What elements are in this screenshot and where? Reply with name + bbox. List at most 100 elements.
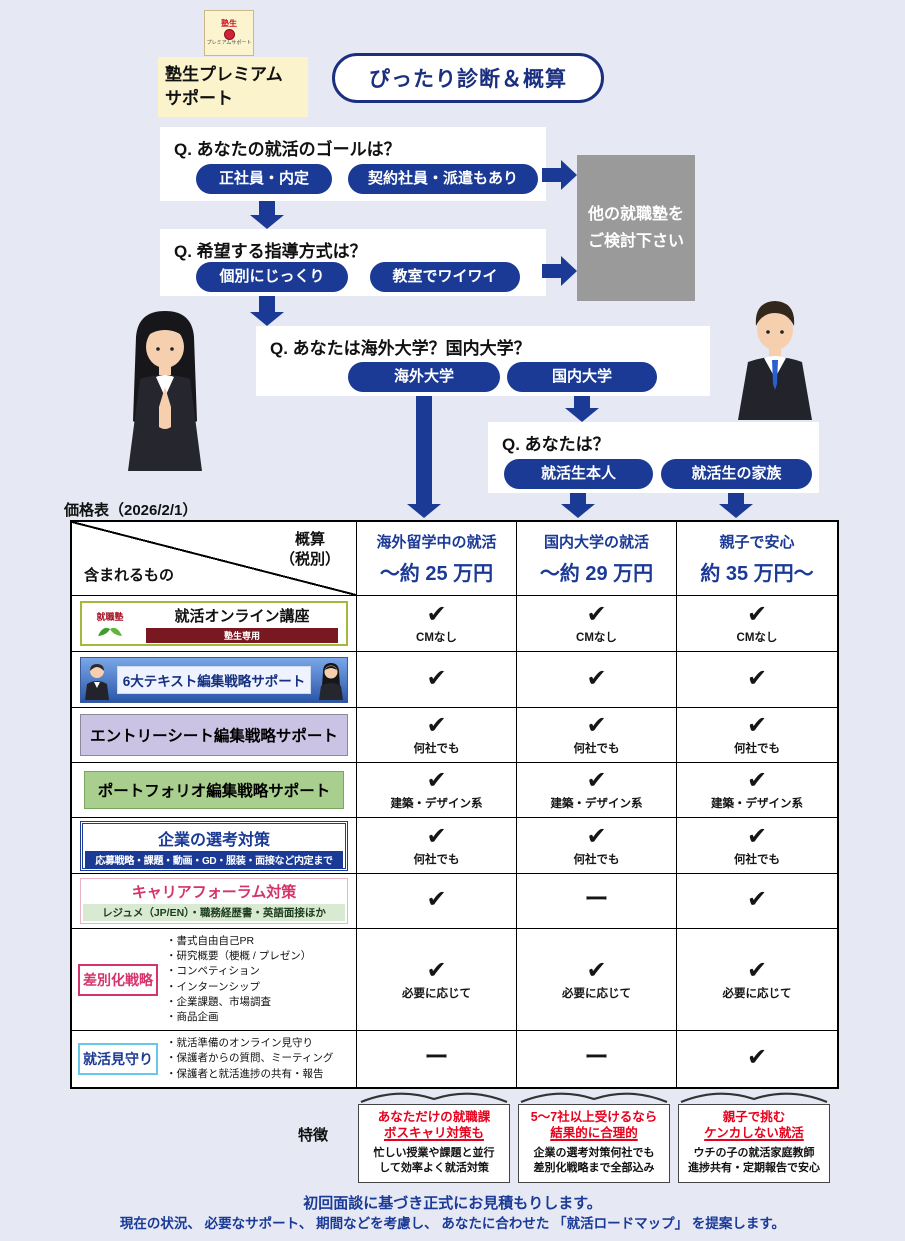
cell-note: 必要に応じて [402,987,471,1000]
price-cell: ✔ [357,652,517,708]
brace-decoration-icon [520,1092,668,1104]
row-label: キャリアフォーラム対策 [131,884,297,901]
row-corporate-selection: 企業の選考対策 応募戦略・課題・動画・GD・服装・面接など内定まで ✔何社でも … [72,818,837,874]
brace-decoration-icon [360,1092,508,1104]
q4-option-student[interactable]: 就活生本人 [504,459,653,489]
arrow-down-family-to-table-icon [719,493,753,518]
col-header-domestic: 国内大学の就活 〜約 29 万円 [517,522,677,596]
column-name: 海外留学中の就活 [376,534,497,551]
list-item: ・保護者からの質問、ミーティング [166,1052,334,1065]
badge-title: 塾生 [221,19,237,28]
row-label: 企業の選考対策 [157,831,270,849]
row-online-course: 就職塾 就活オンライン講座 塾生専用 ✔CMなし ✔CMなし ✔CMなし [72,596,837,652]
q3-option-domestic-university[interactable]: 国内大学 [507,362,657,392]
list-item: ・商品企画 [166,1010,219,1023]
row-label: 6大テキスト編集戦略サポート [116,665,312,694]
cell-note: 建築・デザイン系 [390,798,483,810]
check-mark: ✔ [746,767,768,794]
row-entry-sheet: エントリーシート編集戦略サポート ✔何社でも ✔何社でも ✔何社でも [72,708,837,763]
leaf-icon [98,627,122,636]
callout-domestic: 5〜7社以上受けるなら 結果的に合理的 企業の選考対策何社でも 差別化戦略まで全… [518,1104,670,1184]
row-portfolio: ポートフォリオ編集戦略サポート ✔ 建築・デザイン系 ✔ 建築・デザイン系 ✔ 建築・… [72,763,837,818]
members-only-banner: 塾生専用 [146,627,338,643]
row-sublabel: レジュメ（JP/EN）・職務経歴書・英語面接ほか [83,904,345,921]
price-cell: ✔ [677,874,837,929]
row-label: 就活見守り [78,1043,158,1075]
row-six-texts-label: 6大テキスト編集戦略サポート [72,652,357,708]
price-cell: ✔必要に応じて [517,929,677,1031]
cell-note: 建築・デザイン系 [711,798,803,810]
male-photo-icon [85,663,109,700]
price-cell: ー [357,1031,517,1087]
price-cell: ✔ 必要に応じて [357,929,517,1031]
price-cell: ✔CMなし [357,596,517,652]
price-table-caption: 価格表（2026/2/1） [64,502,198,519]
differentiation-item-list: ・書式自由自己PR ・研究概要（梗概 / プレゼン） ・コンペティション ・イン… [166,934,311,1025]
q2-option-individual[interactable]: 個別にじっくり [196,262,348,292]
q4-box: Q. あなたは？ 就活生本人 就活生の家族 [488,422,819,493]
callout-body: 忙しい授業や課題と並行 [373,1146,495,1159]
price-cell: ✔CMなし [517,596,677,652]
cell-note: 何社でも [734,743,780,755]
q3-option-overseas-university[interactable]: 海外大学 [348,362,500,392]
callout-family: 親子で挑む ケンカしない就活 ウチの子の就活家庭教師 進捗共有・定期報告で安心 [678,1104,830,1184]
female-character-icon [128,311,202,471]
column-name: 国内大学の就活 [543,534,649,551]
check-mark: ✔ [426,956,447,984]
price-cell: ✔ [357,874,517,929]
dash-mark: ー [584,886,609,913]
q3-box: Q. あなたは海外大学？国内大学？ 海外大学 国内大学 [256,326,710,396]
price-cell: ✔CMなし [677,596,837,652]
column-price: 〜約 25 万円 [379,563,494,585]
q4-option-family[interactable]: 就活生の家族 [661,459,812,489]
col-header-overseas: 海外留学中の就活 〜約 25 万円 [357,522,517,596]
male-character-icon [738,301,812,420]
cell-note: CMなし [736,631,778,644]
row-differentiation-label: 差別化戦略 ・書式自由自己PR ・研究概要（梗概 / プレゼン） ・コンペティシ… [72,929,357,1031]
monitoring-item-list: ・就活準備のオンライン見守り ・保護者からの質問、ミーティング ・保護者と就活進… [166,1036,333,1082]
arrow-right-q2-icon [542,256,578,286]
price-cell: ✔何社でも [357,708,517,763]
cell-note: 何社でも [573,743,620,755]
callout-body: 企業の選考対策何社でも [533,1146,655,1159]
table-header-row: 概算 （税別） 含まれるもの 海外留学中の就活 〜約 25 万円 国内大学の就活… [72,522,837,596]
check-mark: ✔ [586,712,607,739]
row-differentiation: 差別化戦略 ・書式自由自己PR ・研究概要（梗概 / プレゼン） ・コンペティシ… [72,929,837,1031]
row-monitoring: 就活見守り ・就活準備のオンライン見守り ・保護者からの質問、ミーティング ・保… [72,1031,837,1087]
row-career-forum: キャリアフォーラム対策 レジュメ（JP/EN）・職務経歴書・英語面接ほか ✔ ー… [72,874,837,929]
check-mark: ✔ [586,767,607,794]
arrow-down-overseas-to-table-icon [407,396,441,518]
check-mark: ✔ [586,956,607,984]
diagnosis-bubble: ぴったり診断＆概算 [332,53,604,103]
arrow-down-student-to-table-icon [561,493,595,518]
callout-headline: ケンカしない就活 [704,1126,804,1141]
other-school-line1: 他の就職塾を [587,205,684,223]
footer-line2: 現在の状況、 必要なサポート、 期間などを考慮し、 あなたに合わせた 「就活ロー… [119,1216,786,1231]
column-name: 親子で安心 [719,534,795,551]
row-portfolio-label: ポートフォリオ編集戦略サポート [72,763,357,818]
row-entry-sheet-label: エントリーシート編集戦略サポート [72,708,357,763]
footer-line1: 初回面談に基づき正式にお見積もりします。 [303,1195,602,1212]
check-mark: ✔ [426,767,447,794]
check-mark: ✔ [746,664,768,692]
price-cell: ✔ 建築・デザイン系 [677,763,837,818]
other-school-line2: ご検討下さい [587,233,684,250]
price-cell: ✔何社でも [517,818,677,874]
price-cell: ー [517,1031,677,1087]
list-item: ・書式自由自己PR [166,934,255,947]
q1-question: Q. あなたの就活のゴールは？ [174,140,401,159]
col-header-family: 親子で安心 約 35 万円〜 [677,522,837,596]
arrow-down-q1-q2-icon [250,201,284,229]
q4-question: Q. あなたは？ [502,435,610,454]
dash-mark: ー [584,1044,609,1071]
q2-option-classroom[interactable]: 教室でワイワイ [370,262,520,292]
check-mark: ✔ [586,822,607,850]
premium-support-photo-badge: 塾生 プレミアムサポート [204,10,254,56]
check-mark: ✔ [426,886,447,913]
callout-body: して効率よく就活対策 [379,1161,489,1174]
q1-option-regular-employee[interactable]: 正社員・内定 [196,164,332,194]
callout-body: 差別化戦略まで全部込み [533,1161,655,1174]
price-cell: ✔ 何社でも [517,708,677,763]
q1-option-contract-dispatch[interactable]: 契約社員・派遣もあり [348,164,538,194]
callout-overseas: あなただけの就職課 ボスキャリ対策も 忙しい授業や課題と並行 して効率よく就活対… [358,1104,510,1184]
